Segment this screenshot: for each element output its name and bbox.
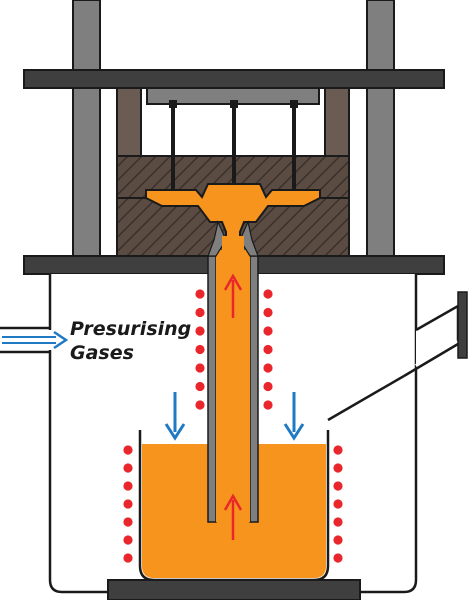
heater-dot — [333, 445, 343, 455]
flow-arrow-lower-icon — [223, 493, 243, 540]
heater-dot — [123, 499, 133, 509]
heater-dot — [123, 553, 133, 563]
heater-dot — [333, 517, 343, 527]
heater-dot — [263, 400, 273, 410]
heating-coils — [123, 289, 343, 563]
side-block-left — [116, 87, 142, 157]
frame-column-right — [366, 0, 395, 283]
gas-inlet-pipe — [0, 326, 53, 354]
heater-dot — [123, 535, 133, 545]
presurising-label: Presurising — [70, 318, 192, 340]
heater-dot — [123, 463, 133, 473]
pressure-arrow-left-icon — [164, 392, 186, 441]
base-plate — [107, 579, 361, 600]
heater-dot — [195, 289, 205, 299]
frame-column-left — [72, 0, 101, 283]
exhaust-pipe — [327, 291, 468, 422]
heater-dot — [195, 363, 205, 373]
heater-dot — [263, 381, 273, 392]
heater-dot — [333, 535, 343, 545]
heater-dot — [195, 400, 205, 410]
heater-dot — [123, 517, 133, 527]
heater-dot — [333, 553, 343, 563]
heater-dot — [195, 307, 205, 318]
flow-arrow-upper-icon — [223, 273, 243, 318]
side-block-right — [324, 87, 350, 157]
heater-dot — [333, 499, 343, 509]
top-plate — [23, 69, 445, 89]
heater-dot — [333, 463, 343, 473]
heater-dot — [123, 481, 133, 491]
heater-dot — [263, 326, 273, 336]
gas-inlet-arrow-icon — [2, 330, 69, 350]
heater-dot — [123, 445, 133, 455]
gases-label: Gases — [70, 342, 134, 364]
heater-dot — [195, 326, 205, 336]
heater-dot — [263, 344, 273, 355]
heater-dot — [263, 363, 273, 373]
heater-dot — [333, 481, 343, 491]
riser-stem-tube — [207, 220, 259, 523]
pressure-arrow-right-icon — [283, 392, 305, 441]
heater-dot — [263, 289, 273, 299]
heater-dot — [195, 381, 205, 392]
heater-dot — [263, 307, 273, 318]
casting-cavity — [145, 183, 321, 251]
ejector-pins — [169, 100, 298, 202]
heater-dot — [195, 344, 205, 355]
